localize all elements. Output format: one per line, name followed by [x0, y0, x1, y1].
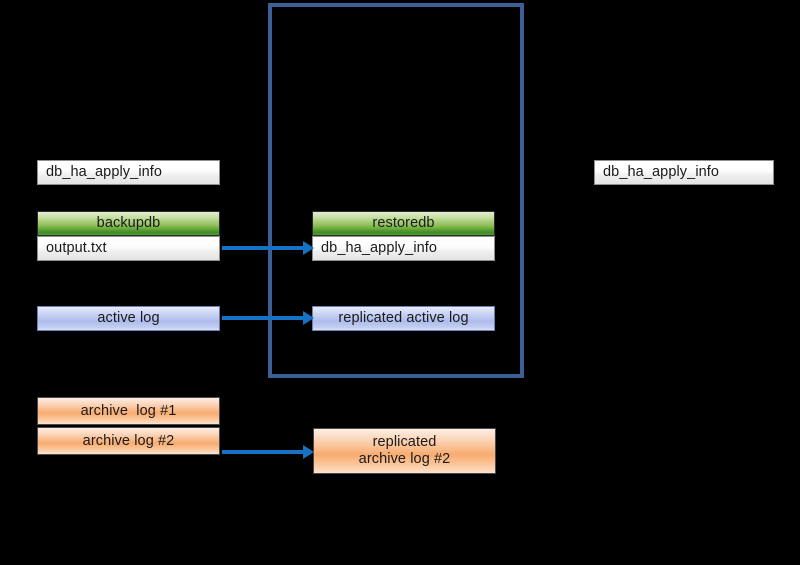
- node-right-apply-info: db_ha_apply_info: [594, 160, 774, 185]
- node-source-apply-info: db_ha_apply_info: [37, 160, 220, 185]
- arrowhead-icon: [303, 241, 314, 255]
- arrowhead-icon: [303, 445, 314, 459]
- node-archive-log-2: archive log #2: [37, 427, 220, 455]
- node-replicated-active-log: replicated active log: [312, 306, 495, 331]
- replicated-archive-log-line2: archive log #2: [358, 451, 451, 467]
- node-restoredb: restoredb: [312, 211, 495, 236]
- node-backupdb: backupdb: [37, 211, 220, 236]
- replicated-archive-log-line1: replicated: [372, 434, 437, 451]
- node-active-log: active log: [37, 306, 220, 331]
- arrow-active-log-to-replicated: [222, 311, 314, 325]
- arrowhead-icon: [303, 311, 314, 325]
- arrow-output-to-apply-info: [222, 241, 314, 255]
- node-archive-log-1: archive log #1: [37, 397, 220, 425]
- node-target-apply-info: db_ha_apply_info: [312, 236, 495, 261]
- node-replicated-archive-log: replicated archive log #2: [313, 428, 496, 474]
- replication-region-box: [268, 3, 524, 378]
- node-output-txt: output.txt: [37, 236, 220, 261]
- arrow-archive-log-to-replicated: [222, 445, 314, 459]
